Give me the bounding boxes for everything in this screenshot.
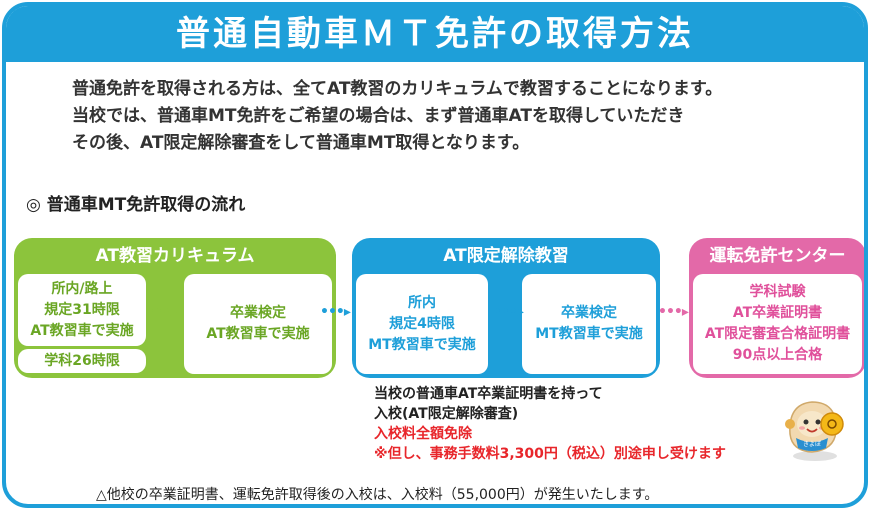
mt-course-line: MT教習車で実施 [368, 336, 476, 353]
at-course-line: 所内/路上 [51, 280, 113, 297]
mt-graduation-box: 卒業検定 MT教習車で実施 [522, 274, 656, 374]
mt-course-line: 所内 [408, 294, 436, 311]
center-line: AT卒業証明書 [732, 305, 823, 321]
at-curriculum-header: AT教習カリキュラム [95, 246, 255, 266]
mt-graduation-line: 卒業検定 [561, 305, 617, 321]
flow-arrow-icon: •••▸ [493, 304, 524, 320]
flow-arrow-icon: •••▸ [320, 304, 351, 320]
intro-line-2: 当校では、普通車MT免許をご希望の場合は、まず普通車ATを取得していただき [72, 106, 685, 126]
license-center-box: 学科試験 AT卒業証明書 AT限定審査合格証明書 90点以上合格 [693, 274, 862, 374]
note-highlight: 入校料全額免除 [374, 426, 472, 442]
note-fee: ※但し、事務手数料3,300円（税込）別途申し受けます [374, 446, 726, 462]
mt-course-line: 規定4時限 [389, 315, 455, 332]
center-line: 学科試験 [749, 284, 806, 300]
center-line: AT限定審査合格証明書 [704, 326, 851, 342]
mascot-icon: きよぽ [785, 401, 844, 461]
footer-note: △他校の卒業証明書、運転免許取得後の入校は、入校料（55,000円）が発生いたし… [96, 487, 659, 503]
flow-arrow-icon: •••▸ [658, 304, 689, 320]
mt-course-box: 所内 規定4時限 MT教習車で実施 [356, 274, 488, 374]
at-graduation-line: AT教習車で実施 [206, 326, 310, 342]
license-center-header: 運転免許センター [709, 246, 846, 266]
page-title: 普通自動車ＭＴ免許の取得方法 [6, 6, 864, 62]
exemption-note: 当校の普通車AT卒業証明書を持って 入校(AT限定解除審査) 入校料全額免除 ※… [374, 384, 726, 464]
mt-graduation-line: MT教習車で実施 [535, 326, 643, 342]
at-course-line: AT教習車で実施 [30, 322, 134, 339]
at-lecture-box: 学科26時限 [18, 349, 146, 373]
note-line: 当校の普通車AT卒業証明書を持って [374, 386, 603, 402]
at-graduation-box: 卒業検定 AT教習車で実施 [184, 274, 332, 374]
intro-text: 普通免許を取得される方は、全てAT教習のカリキュラムで教習することになります。 … [72, 76, 832, 157]
at-release-group: AT限定解除教習 所内 規定4時限 MT教習車で実施 卒業検定 MT教習車で実施 [352, 238, 660, 378]
section-heading: ◎ 普通車MT免許取得の流れ [26, 195, 246, 215]
at-course-box: 所内/路上 規定31時限 AT教習車で実施 [18, 274, 146, 346]
at-course-line: 規定31時限 [44, 301, 120, 318]
note-line: 入校(AT限定解除審査) [374, 406, 519, 422]
license-center-group: 運転免許センター 学科試験 AT卒業証明書 AT限定審査合格証明書 90点以上合… [689, 238, 864, 378]
at-release-header: AT限定解除教習 [443, 246, 569, 266]
intro-line-1: 普通免許を取得される方は、全てAT教習のカリキュラムで教習することになります。 [72, 79, 723, 99]
flow-arrow-icon: •••▸ [146, 304, 177, 320]
at-curriculum-group: AT教習カリキュラム 所内/路上 規定31時限 AT教習車で実施 学科26時限 … [14, 238, 336, 378]
at-graduation-line: 卒業検定 [230, 305, 286, 321]
center-line: 90点以上合格 [732, 347, 823, 363]
mascot-badge-label: きよぽ [803, 440, 821, 448]
intro-line-3: その後、AT限定解除審査をして普通車MT取得となります。 [72, 133, 530, 153]
